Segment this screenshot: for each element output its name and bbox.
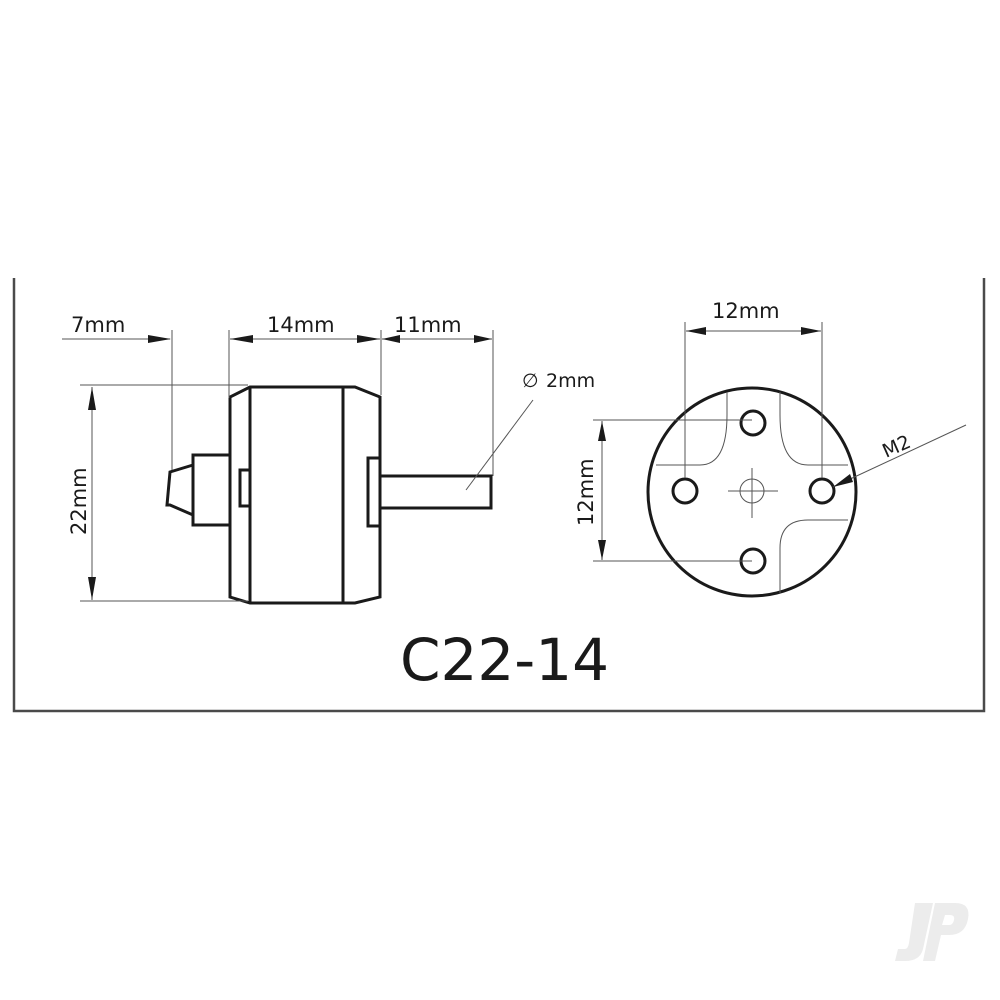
- motor-body: [228, 385, 382, 605]
- shaft: [378, 399, 534, 510]
- dim-shaft-length: 11mm: [394, 313, 462, 337]
- model-title: C22-14: [400, 626, 609, 694]
- mount-hole-left: [671, 477, 699, 505]
- dim-hole-spacing-vertical: 12mm: [574, 458, 598, 526]
- dim-body-length: 14mm: [267, 313, 335, 337]
- side-view: 7mm 14mm 11mm 22mm ∅ 2mm: [62, 313, 595, 605]
- mount-view: 12mm 12mm M2: [574, 299, 967, 598]
- shaft-diameter: 2mm: [546, 370, 595, 392]
- mount-hole-right: [808, 477, 836, 505]
- dim-front-length: 7mm: [71, 313, 125, 337]
- mount-hole-top: [739, 409, 767, 437]
- jp-watermark-logo: [895, 903, 969, 961]
- shaft-diameter-symbol: ∅: [522, 370, 539, 392]
- drawing-frame: [12, 278, 986, 713]
- hole-thread-label: M2: [879, 431, 914, 463]
- dim-diameter: 22mm: [67, 467, 91, 535]
- dim-hole-spacing-horizontal: 12mm: [712, 299, 780, 323]
- front-hub: [165, 453, 230, 527]
